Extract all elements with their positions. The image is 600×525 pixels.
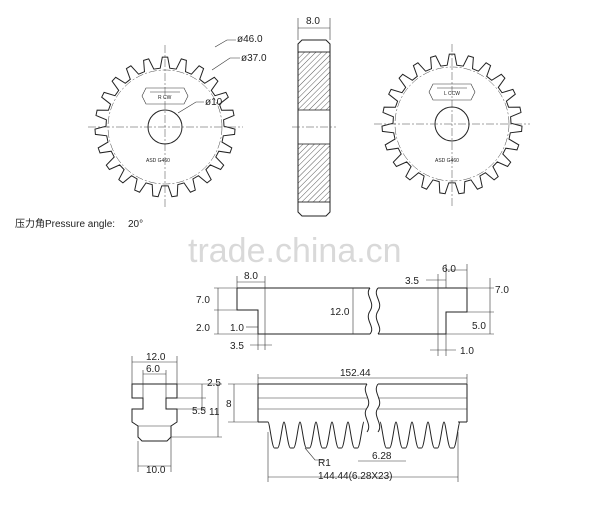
rack-top-right-outline — [378, 287, 468, 335]
rack-front-radius: R1 — [318, 458, 331, 469]
rack-top-dim-6-0: 6.0 — [442, 264, 456, 275]
gear-side-hatch-bottom — [297, 143, 331, 203]
gear-left-outline — [94, 56, 236, 198]
gear-right-direction: L CCW — [444, 91, 460, 97]
gear-right-material: ASD G460 — [435, 158, 459, 164]
pressure-angle-value: 20° — [128, 219, 143, 230]
rack-front-teeth-right — [379, 421, 461, 449]
gear-right-outline — [381, 53, 523, 195]
gear-left-pitch-diameter: ø37.0 — [241, 53, 267, 64]
rack-section-dim-6-0: 6.0 — [146, 364, 160, 375]
rack-top-dim-5-0: 5.0 — [472, 321, 486, 332]
rack-front-break-right — [375, 383, 381, 433]
rack-section-outline — [131, 383, 178, 442]
gear-side-view: 8.0 — [292, 16, 336, 217]
rack-front-break-left — [364, 383, 370, 433]
rack-section-dim-10-0: 10.0 — [146, 465, 166, 476]
rack-top-break-left — [367, 287, 373, 335]
gear-left-direction-plate — [141, 87, 189, 105]
gear-left: R CW ASD G460 ø46.0 ø37.0 ø10 — [88, 34, 267, 208]
rack-top-dim-1-0-right: 1.0 — [460, 346, 474, 357]
gear-left-outer-diameter: ø46.0 — [237, 34, 263, 45]
rack-top-break-right — [375, 287, 381, 335]
rack-top-dim-8-0: 8.0 — [244, 271, 258, 282]
rack-top-left-outline — [236, 288, 370, 335]
rack-front-view: 8 152.44 R1 6.28 144.44(6.28X23) — [226, 368, 468, 482]
rack-front-dim-8: 8 — [226, 399, 232, 410]
rack-section-dim-11: 11 — [209, 407, 220, 418]
gear-side-width: 8.0 — [306, 16, 320, 27]
pressure-angle-label: 压力角Pressure angle: — [15, 217, 115, 230]
rack-section-dim-12-0: 12.0 — [146, 352, 166, 363]
rack-front-pitch: 6.28 — [372, 451, 392, 462]
gear-side-hatch-top — [297, 51, 331, 111]
rack-top-dim-7-0-right: 7.0 — [495, 285, 509, 296]
gear-right-direction-plate — [428, 83, 476, 101]
rack-section-view: 12.0 6.0 2.5 5.5 11 10.0 — [131, 352, 222, 476]
gear-right: L CCW ASD G460 — [374, 44, 530, 206]
watermark: trade.china.cn — [188, 232, 402, 270]
rack-front-teeth-length: 144.44(6.28X23) — [318, 471, 393, 482]
rack-section-dim-2-5: 2.5 — [207, 378, 221, 389]
rack-top-view: 8.0 7.0 2.0 1.0 3.5 12.0 3.5 6.0 7.0 5.0 — [196, 264, 509, 357]
rack-top-dim-3-5-right: 3.5 — [405, 276, 419, 287]
rack-top-dim-12-0: 12.0 — [330, 307, 350, 318]
gear-left-bore-diameter: ø10 — [205, 97, 223, 108]
gear-left-direction: R CW — [158, 95, 172, 101]
rack-front-teeth-left — [267, 421, 365, 449]
rack-top-dim-3-5-left: 3.5 — [230, 341, 244, 352]
rack-top-dim-2-0: 2.0 — [196, 323, 210, 334]
rack-section-dim-5-5: 5.5 — [192, 406, 206, 417]
rack-front-length: 152.44 — [340, 368, 371, 379]
rack-top-dim-7-0-left: 7.0 — [196, 295, 210, 306]
gear-left-material: ASD G460 — [146, 158, 170, 164]
rack-top-dim-1-0-left: 1.0 — [230, 323, 244, 334]
